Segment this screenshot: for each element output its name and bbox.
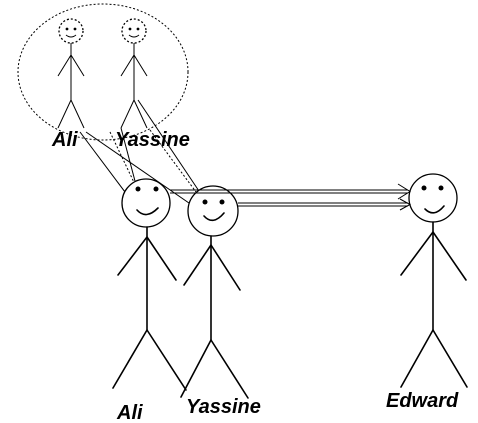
small-figure-yassine [120,18,148,129]
figure-yassine [180,185,249,399]
figure-ali [112,178,187,391]
label-small-ali: Ali [51,129,78,151]
figure-edward [400,173,468,388]
small-figure-ali [57,18,85,129]
label-ali: Ali [116,402,143,423]
arrow-yassine-to-edward [238,198,412,211]
label-small-yassine: Yassine [115,129,190,151]
label-edward: Edward [386,390,459,412]
label-yassine: Yassine [186,396,261,418]
group-ellipse [17,3,189,141]
arrow-ali-to-edward [170,183,411,200]
